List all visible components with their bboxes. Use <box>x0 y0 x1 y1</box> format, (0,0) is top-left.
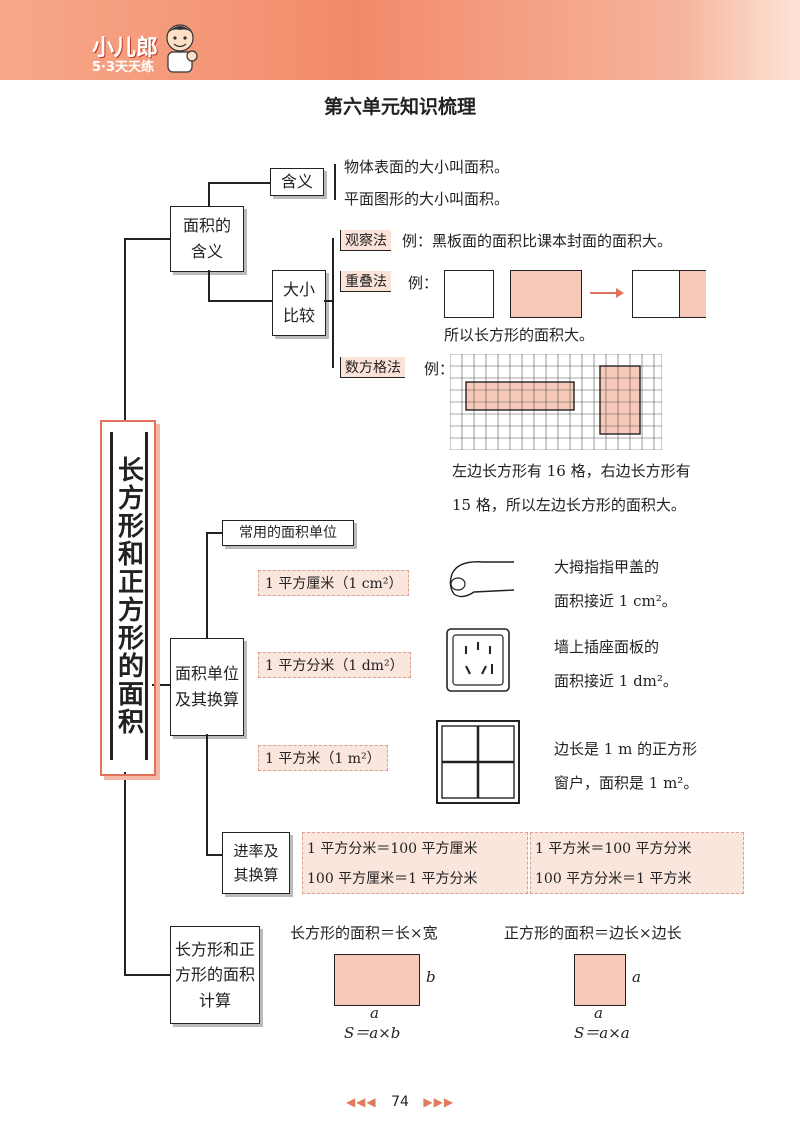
method-observe-text: 例：黑板面的面积比课本封面的面积大。 <box>402 232 673 250</box>
rate-1: 1 平方分米＝100 平方厘米 <box>307 841 478 857</box>
method-grid-tag: 数方格法 <box>340 357 405 378</box>
rect-calc-shape <box>334 954 420 1006</box>
meaning-label: 面积的含义 <box>183 216 232 261</box>
rate-2: 100 平方厘米＝1 平方分米 <box>307 871 478 887</box>
tree-line <box>124 772 126 974</box>
rect-side-b: b <box>426 968 436 986</box>
page-footer: ◀◀◀ 74 ▶▶▶ <box>0 1094 800 1110</box>
bracket-line <box>332 238 334 368</box>
rect-formula: 长方形的面积＝长×宽 <box>290 924 438 942</box>
tree-line <box>208 182 270 184</box>
rectangle-shape <box>510 270 582 318</box>
tree-line <box>206 734 208 854</box>
tree-line <box>206 532 222 534</box>
overlap-shape <box>632 270 706 318</box>
tree-line <box>124 238 170 240</box>
method-grid-text-2: 15 格，所以左边长方形的面积大。 <box>452 496 686 514</box>
definition-1: 物体表面的大小叫面积。 <box>344 158 510 176</box>
calc-box: 长方形和正方形的面积计算 <box>170 926 260 1024</box>
calc-label: 长方形和正方形的面积计算 <box>174 939 255 1010</box>
square-area-formula: S＝a×a <box>574 1024 630 1042</box>
socket-icon <box>446 628 510 692</box>
method-grid-ex: 例： <box>424 360 455 378</box>
header-band <box>0 0 800 80</box>
mascot-icon <box>166 24 198 73</box>
square-side-a-bottom: a <box>594 1004 603 1022</box>
rect-area-formula: S＝a×b <box>344 1024 401 1042</box>
logo-subtitle: 5·3天天练 <box>92 60 155 75</box>
square-side-a-right: a <box>632 968 641 986</box>
common-units-label: 常用的面积单位 <box>239 524 337 541</box>
method-grid-text-1: 左边长方形有 16 格，右边长方形有 <box>452 462 691 480</box>
m2-desc-1: 边长是 1 m 的正方形 <box>554 740 698 758</box>
meaning-box: 面积的含义 <box>170 206 244 272</box>
units-box: 面积单位及其换算 <box>170 638 244 736</box>
cm2-desc-1: 大拇指指甲盖的 <box>554 558 660 576</box>
square-shape <box>444 270 494 318</box>
common-units-box: 常用的面积单位 <box>222 520 354 546</box>
rect-side-a: a <box>370 1004 379 1022</box>
grid-illustration <box>450 354 662 450</box>
unit-m2: 1 平方米（1 m²） <box>258 745 388 771</box>
tree-line <box>152 684 170 686</box>
arrow-icon <box>590 288 624 298</box>
compare-box: 大小比较 <box>272 270 326 336</box>
rate-box: 进率及其换算 <box>222 832 290 894</box>
definition-2: 平面图形的大小叫面积。 <box>344 190 510 208</box>
m2-desc-2: 窗户，面积是 1 m²。 <box>554 774 699 792</box>
next-arrows-icon: ▶▶▶ <box>423 1095 455 1109</box>
tree-line <box>324 300 332 302</box>
page-title: 第六单元知识梳理 <box>323 96 476 118</box>
definition-label: 含义 <box>280 172 313 192</box>
method-overlap-tag: 重叠法 <box>340 271 391 292</box>
window-icon <box>436 720 520 804</box>
rate-4: 100 平方分米＝1 平方米 <box>535 871 692 887</box>
prev-arrows-icon: ◀◀◀ <box>345 1095 377 1109</box>
unit-cm2: 1 平方厘米（1 cm²） <box>258 570 410 596</box>
tree-line <box>208 270 210 300</box>
compare-label: 大小比较 <box>282 280 315 325</box>
tree-line <box>206 854 222 856</box>
definition-box: 含义 <box>270 168 324 196</box>
square-formula: 正方形的面积＝边长×边长 <box>504 924 682 942</box>
cm2-desc-2: 面积接近 1 cm²。 <box>554 592 677 610</box>
tree-line <box>206 532 208 638</box>
unit-dm2: 1 平方分米（1 dm²） <box>258 652 411 678</box>
square-calc-shape <box>574 954 626 1006</box>
thumb-icon <box>449 561 515 598</box>
method-observe-tag: 观察法 <box>340 230 391 251</box>
page-number: 74 <box>391 1094 409 1110</box>
main-topic-box: 长方形和正方形的面积 <box>100 420 156 776</box>
tree-line <box>124 238 126 420</box>
units-label: 面积单位及其换算 <box>175 664 240 709</box>
tree-line <box>208 300 272 302</box>
bracket-line <box>334 164 336 200</box>
rate-group-2: 1 平方米＝100 平方分米 100 平方分米＝1 平方米 <box>530 832 744 894</box>
rate-3: 1 平方米＝100 平方分米 <box>535 841 692 857</box>
method-overlap-ex: 例： <box>408 274 439 292</box>
dm2-desc-1: 墙上插座面板的 <box>554 638 660 656</box>
logo: 小儿郎 <box>92 36 159 61</box>
tree-line <box>124 974 170 976</box>
tree-line <box>208 182 210 206</box>
method-overlap-text: 所以长方形的面积大。 <box>444 326 595 344</box>
dm2-desc-2: 面积接近 1 dm²。 <box>554 672 678 690</box>
rate-label: 进率及其换算 <box>233 842 279 884</box>
rate-group-1: 1 平方分米＝100 平方厘米 100 平方厘米＝1 平方分米 <box>302 832 528 894</box>
main-topic: 长方形和正方形的面积 <box>110 432 148 760</box>
